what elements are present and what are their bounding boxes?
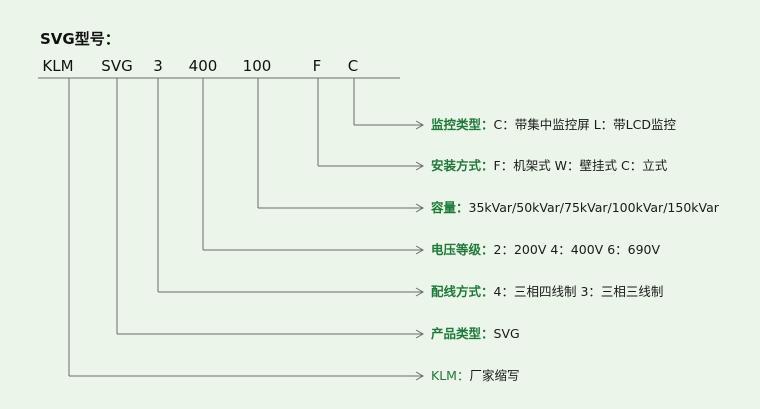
- desc-label: KLM：: [431, 368, 470, 383]
- desc-voltage-level: 电压等级：2：200V 4：400V 6：690V: [431, 242, 660, 258]
- desc-capacity: 容量：35kVar/50kVar/75kVar/100kVar/150kVar: [431, 200, 719, 216]
- desc-label: 监控类型：: [431, 117, 494, 132]
- arrow-head-icon: [415, 245, 425, 255]
- arrow-head-icon: [415, 161, 425, 171]
- arrow-head-icon: [415, 287, 425, 297]
- code-capacity: 100: [242, 57, 272, 75]
- desc-text: 2：200V 4：400V 6：690V: [493, 242, 661, 257]
- desc-text: C：带集中监控屏 L：带LCD监控: [493, 117, 676, 132]
- desc-monitor-type: 监控类型：C：带集中监控屏 L：带LCD监控: [431, 117, 676, 133]
- desc-text: 厂家缩写: [469, 368, 520, 383]
- code-phase: 3: [153, 57, 163, 75]
- desc-label: 电压等级：: [431, 242, 494, 257]
- code-monitor: C: [347, 57, 359, 75]
- code-voltage: 400: [188, 57, 218, 75]
- desc-text: 4：三相四线制 3：三相三线制: [493, 284, 664, 299]
- code-install: F: [312, 57, 322, 75]
- arrow-head-icon: [415, 329, 425, 339]
- desc-label: 配线方式：: [431, 284, 494, 299]
- desc-text: F：机架式 W：壁挂式 C：立式: [493, 158, 668, 173]
- desc-wiring-method: 配线方式：4：三相四线制 3：三相三线制: [431, 284, 663, 300]
- desc-label: 产品类型：: [431, 326, 494, 341]
- desc-label: 容量：: [431, 200, 469, 215]
- arrow-head-icon: [415, 120, 425, 130]
- desc-install-method: 安装方式：F：机架式 W：壁挂式 C：立式: [431, 158, 667, 174]
- arrow-head-icon: [415, 371, 425, 381]
- desc-text: 35kVar/50kVar/75kVar/100kVar/150kVar: [468, 200, 719, 215]
- code-klm: KLM: [42, 57, 74, 75]
- diagram-title: SVG型号：: [40, 30, 120, 48]
- desc-label: 安装方式：: [431, 158, 494, 173]
- desc-text: SVG: [493, 326, 520, 341]
- code-svg: SVG: [101, 57, 133, 75]
- desc-klm: KLM：厂家缩写: [431, 368, 519, 384]
- arrow-head-icon: [415, 203, 425, 213]
- desc-product-type: 产品类型：SVG: [431, 326, 520, 342]
